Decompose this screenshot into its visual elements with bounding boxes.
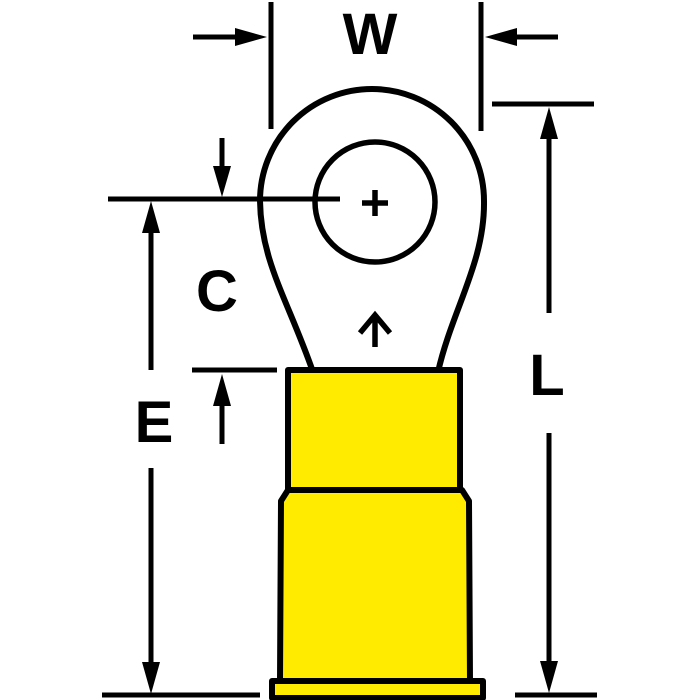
dim-e-arrowhead-top [142,201,160,233]
insulation-barrel-flare [269,678,486,700]
dim-e-label: E [135,390,174,455]
dim-l-arrowhead-bottom [540,661,558,693]
dim-c-arrowhead-bottom [213,374,231,406]
dim-c-arrowhead-top [213,166,231,197]
dim-w-arrowhead-left [235,28,267,46]
dim-w-arrowhead-right [485,28,517,46]
insulation-barrel-top [285,367,463,493]
dim-l-label: L [529,343,564,408]
dim-l-arrowhead-top [540,107,558,139]
insulation-barrel-middle [277,487,473,684]
dim-c: C [192,138,277,444]
dim-w-label: W [343,2,398,67]
dim-l: L [492,101,597,698]
dim-c-label: C [196,259,238,324]
wire-direction-up-arrow-icon [357,310,393,347]
dim-w: W [193,2,558,131]
hole-center-plus-icon [362,190,388,216]
dim-e-arrowhead-bottom [142,662,160,694]
dim-e: E [102,201,260,698]
